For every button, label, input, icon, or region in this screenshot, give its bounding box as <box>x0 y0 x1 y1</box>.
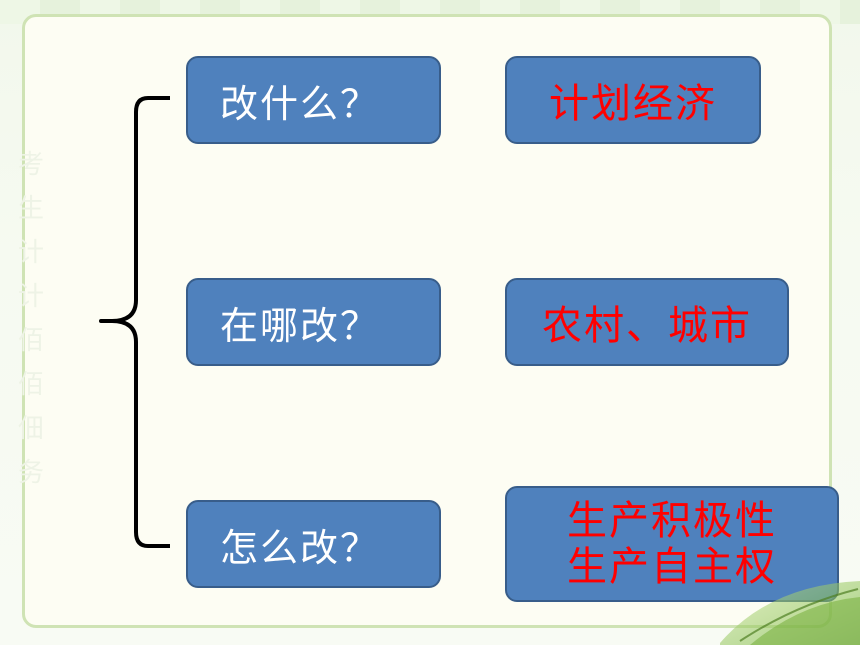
faint-glyph: 务 <box>18 458 45 488</box>
answer-line: 生产积极性 <box>567 498 777 544</box>
answer-label: 计划经济 <box>549 81 717 127</box>
faint-glyph: 佃 <box>18 414 45 444</box>
faint-glyph: 计 <box>18 238 45 268</box>
answer-box-planned-economy: 计划经济 <box>505 56 761 144</box>
answer-label: 农村、城市 <box>542 303 752 349</box>
question-label: 改什么？ <box>220 81 381 126</box>
faint-background-text: 考 生 计 计 佰 佰 佃 务 <box>18 150 44 488</box>
faint-glyph: 佰 <box>18 370 45 400</box>
answer-box-rural-urban: 农村、城市 <box>505 278 789 366</box>
question-label: 在哪改？ <box>220 303 381 348</box>
faint-glyph: 考 <box>18 150 45 180</box>
answer-box-production: 生产积极性 生产自主权 <box>505 486 839 602</box>
question-label: 怎么改？ <box>220 525 381 570</box>
question-box-where: 在哪改？ <box>186 278 441 366</box>
faint-glyph: 生 <box>18 194 45 224</box>
question-box-what: 改什么？ <box>186 56 441 144</box>
faint-glyph: 计 <box>18 282 45 312</box>
question-box-how: 怎么改？ <box>186 500 441 588</box>
leaf-decoration-icon <box>720 581 860 645</box>
answer-line: 生产自主权 <box>567 544 777 590</box>
faint-glyph: 佰 <box>18 326 45 356</box>
